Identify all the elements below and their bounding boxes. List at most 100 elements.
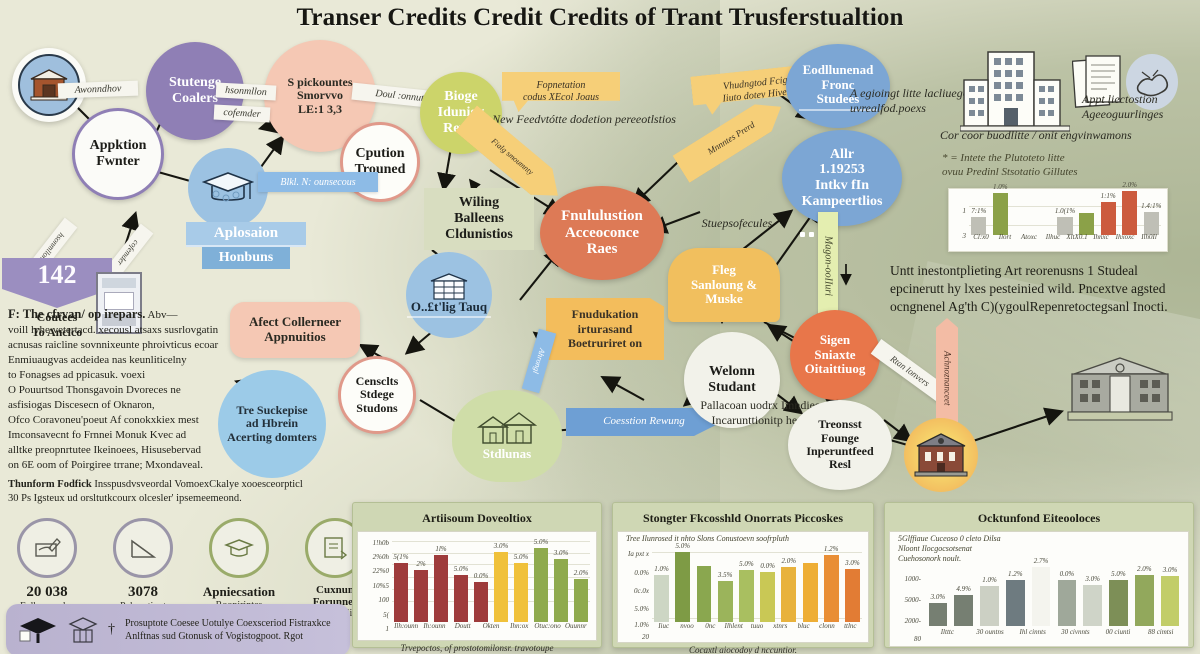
node-label: Eodllunenad Fronc Studees [798,61,878,111]
stat-value: 3078 [128,584,158,600]
node-label: Sigen Sniaxte Oitaittiuog [804,332,866,377]
chart3-bars: 3.0% 4.9% 1.0% 1.2% 2.7% 0.0% 3.0% 5.0% … [926,557,1182,626]
node-afect-collerneer[interactable]: Afect Collerneer Appnuitios [230,302,360,358]
node-stdlunas[interactable]: Stdlunas [452,390,562,482]
mini-bars: 7:1% 1.0% 1.0(1% 1:1% 2.0% 1.4:1% [969,181,1161,235]
chart-title: Ocktunfond Eiteooloces [977,511,1101,525]
anno-top-right-caption: A egioingt litte lacliuegoe O uvrealfod.… [850,86,986,115]
count-142: 142 [37,260,77,289]
tag-label: Coesstion Rewung [603,415,685,428]
node-label: Fnululustion Acceoconce Raes [561,207,643,258]
left-footer-bold: Thunform Fodfick [8,479,92,490]
graduation-cap-icon [19,618,56,643]
left-paragraph-body: voill lvhe vetertacd. xecousl atsaxs sus… [8,324,219,471]
tag-label: Ahrongl [531,347,547,375]
chart2-subtitle: Tree Ilunrosed it nhto Slons Conustoevn … [626,534,789,543]
chart2-x-caption: Cocaxtl aiocodoy d nccuntior. [689,645,797,654]
banner-text: Prosuptote Coesee Uotulye Coexsceriod Fi… [125,618,331,642]
chart-trend-icon [113,518,173,578]
ledger-icon [430,273,468,300]
anno-apps-right: Appt liectostion Ageeoguurlinges [1082,92,1164,121]
office-building-sketch [959,46,1071,138]
node-label: Tre Suckepise ad Hbrein Acerting domters [227,402,317,444]
tag-fnudukation: Fnudukation irturasand Boetruriret on [546,298,664,360]
anno-stepsofecules: Stuepsofecules [701,216,773,230]
count-142-block: 142 Coutees To Anclco [2,258,112,340]
tag-label: Magon-ooIIuri [822,236,834,296]
node-grad-cap[interactable] [188,148,268,228]
left-footer-rest: Insspusdvsveordal VomoexCkalye xooesceor… [94,479,303,490]
stat-value: Apniecsation [202,584,276,599]
documents-handshake-icon [1071,52,1180,130]
node-label: Welonn Studant [708,364,756,395]
chart-title: Artiisoum Doveoltiox [422,511,532,525]
node-evaluation-acceptance[interactable]: Fnululustion Acceoconce Raes [540,186,664,280]
node-wiling-balleens[interactable]: Wiling Balleens Cldunistios [424,188,534,250]
chart-title: Stongter Fkcosshld Onorrats Piccoskes [642,511,844,525]
node-censclts-stdege[interactable]: Censclts Stdege Studons [338,356,416,434]
tag-label: Fopnetation codus XEcol Joaus [522,80,600,103]
node-fleg-sanloung[interactable]: Fleg Sanloung & Muske [668,248,780,322]
node-label-bottom: Honbuns [201,247,291,269]
node-temple-building[interactable] [904,418,978,492]
left-paragraph-dash: Abv— [147,309,178,321]
anno-mini-chart-sub: * = Intete the Plutoteto litte ovuu Pred… [942,152,1078,178]
chart-card-middle: Stongter Fkcosshld Onorrats Piccoskes Tr… [612,502,874,654]
node-tre-suckepise[interactable]: Tre Suckepise ad Hbrein Acerting domters [218,370,326,478]
node-label: Appktion Fwnter [89,138,147,169]
chart-card-right: Ocktunfond Eiteooloces 5Glffiaue Cuceoso… [884,502,1194,648]
node-label: O..£t'lig Tauq [406,298,492,319]
count-142-caption: Coutees To Anclco [31,310,83,339]
page-title: Transer Credits Credit Credits of Trant … [296,4,904,31]
node-appktion-fwnter[interactable]: Appktion Fwnter [72,108,164,200]
node-label: S pickountes Smorvvo LE:1 3,3 [287,74,353,116]
tag-cofemder-a: hsonmllon [215,82,277,101]
node-label: Allr 1.19253 Intkv fIn Kampeertlios [801,146,883,209]
left-paragraph: F: The cfrvan/ op irepars. Abv— voill lv… [8,306,236,473]
chart1-bars: 5(1% 2% 1l% 5.0% 0.0% 3.0% 5.0% 5.0% 3.0… [392,532,590,622]
anno-new-feedback: New Feedvtótte dodetion pereeotlstios [492,112,676,126]
node-treonsst-founge[interactable]: Treonsst Founge Inperuntfeed Resl [788,400,892,490]
node-label: Fleg Sanloung & Muske [690,262,758,307]
bottom-banner: † Prosuptote Coesee Uotulye Coexsceriod … [6,604,350,654]
node-eodllunenad[interactable]: Eodllunenad Fronc Studees [786,44,890,128]
tag-bloc-carnution: Blkl. N: ounsecous [258,172,378,192]
tag-ounmdhov-left: Awonndhov [57,80,139,99]
chart3-subtitle: 5Glffiaue Cuceoso 0 cleto Dilsa Nloont I… [898,534,1001,563]
document-card-icon [96,272,142,334]
anno-right-paragraph: Untt inestontplieting Art reorenusns 1 S… [890,263,1168,315]
dagger-icon: † [108,622,115,637]
graduation-cap-icon [209,518,269,578]
tag-cofemder-b: cofemder [213,104,271,123]
node-label: Stdlunas [482,445,532,461]
left-footer: Thunform Fodfick Insspusdvsveordal Vomoe… [8,478,308,507]
chart1-x-caption: Trvepoctos, of prostotomilonsr. travotou… [400,643,554,653]
node-aplosaion-honbuns[interactable]: Aplosaion Honbuns [186,222,306,269]
node-welonn-studant[interactable]: Welonn Studant [684,332,780,428]
chart3-y-axis: 1000-5000- 2000-80 [904,574,921,644]
chart2-gridlines [652,546,862,622]
anno-buildings-caption: Cor coor buodlitte / onit engvinwamons [940,128,1132,142]
left-paragraph-lead: F: The cfrvan/ op irepars. [8,307,146,321]
grad-cap-outline-icon [68,617,98,643]
node-label: Censclts Stdege Studons [355,373,399,415]
tag-label: Achnoznanceet [942,350,953,406]
node-sigen-sniaxte[interactable]: Sigen Sniaxte Oitaittiuog [790,310,880,400]
node-label: Treonsst Founge Inperuntfeed Resl [806,417,874,472]
tag-label: Fnudukation irturasand Boetruriret on [567,307,643,351]
node-allr-campuses[interactable]: Allr 1.19253 Intkv fIn Kampeertlios [782,130,902,226]
signature-document-icon [17,518,77,578]
graduation-cap-icon [202,172,254,202]
node-quing-lang[interactable]: O..£t'lig Tauq [406,252,492,338]
left-footer-line2: 30 Ps Igsteux ud orsltutkcourx olcesler'… [8,493,242,505]
node-label-top: Aplosaion [186,222,306,247]
